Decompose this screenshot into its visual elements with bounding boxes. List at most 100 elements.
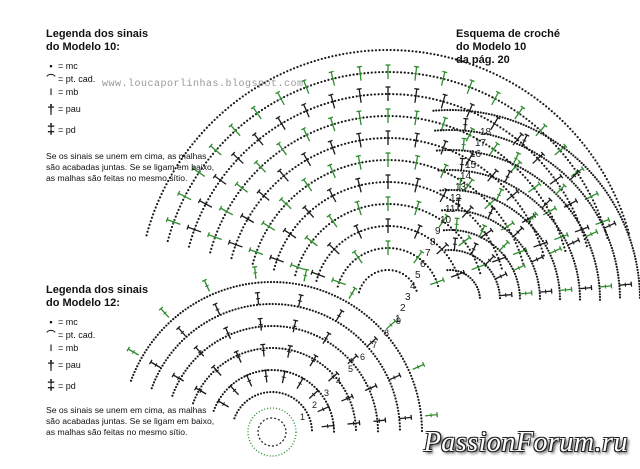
chain-dot — [483, 194, 486, 197]
stitch-symbol — [467, 85, 472, 89]
chain-dot — [395, 403, 399, 406]
stitch-symbol — [577, 237, 581, 243]
chain-dot — [587, 150, 591, 153]
chain-dot — [319, 288, 322, 292]
chain-dot — [518, 297, 522, 300]
chain-dot — [623, 218, 626, 221]
chain-dot — [384, 92, 388, 96]
chain-dot — [585, 245, 588, 248]
chain-dot — [634, 260, 638, 263]
chain-dot — [279, 73, 282, 76]
chain-dot — [184, 151, 187, 155]
stitch-symbol — [197, 170, 201, 175]
chain-dot — [476, 257, 479, 260]
stitch-symbol — [197, 350, 202, 354]
chain-dot — [331, 418, 334, 421]
stitch-symbol — [311, 392, 316, 397]
stitch-symbol — [258, 165, 263, 169]
chain-dot — [260, 108, 264, 112]
chain-dot — [498, 291, 501, 294]
chain-dot — [515, 187, 518, 190]
chain-dot — [233, 197, 236, 201]
stitch-symbol — [215, 369, 219, 373]
chain-dot — [503, 203, 506, 206]
chain-dot — [194, 396, 197, 399]
stitch-symbol — [275, 90, 281, 95]
chain-dot — [578, 188, 581, 191]
chain-dot — [376, 417, 379, 420]
chain-dot — [489, 70, 492, 73]
stitch-symbol — [515, 138, 520, 142]
chain-dot — [317, 58, 320, 62]
chain-dot — [273, 216, 276, 219]
chain-dot — [325, 291, 328, 294]
stitch-symbol — [304, 133, 309, 137]
stitch-symbol — [176, 325, 181, 331]
chain-dot — [256, 393, 260, 396]
chain-dot — [230, 165, 233, 168]
chain-dot — [585, 147, 588, 150]
chain-dot — [221, 393, 224, 396]
chain-dot — [518, 143, 521, 147]
chain-dot — [547, 136, 550, 139]
chain-dot — [604, 189, 607, 192]
chain-dot — [282, 325, 285, 328]
chain-dot — [442, 229, 445, 232]
chain-dot — [321, 363, 324, 367]
chain-dot — [540, 155, 543, 158]
chain-dot — [634, 257, 637, 261]
chain-dot — [262, 134, 265, 138]
stitch-symbol — [491, 253, 497, 259]
chain-dot — [291, 168, 294, 171]
chain-dot — [495, 280, 498, 283]
chain-dot — [593, 202, 596, 205]
chain-dot — [299, 64, 302, 67]
chain-dot — [176, 344, 179, 347]
chain-dot — [524, 193, 527, 196]
chain-dot — [421, 260, 424, 263]
chain-dot — [376, 423, 379, 427]
chain-dot — [491, 154, 494, 158]
chain-dot — [389, 48, 392, 52]
chain-dot — [329, 342, 332, 345]
chain-dot — [192, 179, 195, 182]
chain-dot — [370, 318, 373, 321]
chain-dot — [350, 234, 353, 237]
chain-dot — [592, 254, 595, 257]
chain-dot — [443, 55, 447, 58]
chain-dot — [506, 117, 509, 121]
chain-dot — [330, 293, 334, 296]
chain-dot — [439, 193, 442, 196]
stitch-symbol — [317, 272, 320, 277]
chain-dot — [432, 97, 435, 101]
chain-dot — [225, 388, 228, 391]
chain-dot — [458, 153, 461, 156]
chain-dot — [538, 289, 541, 292]
chain-dot — [253, 172, 256, 175]
chain-dot — [302, 353, 305, 356]
stitch-symbol — [328, 93, 334, 97]
chain-dot — [554, 144, 558, 148]
chain-dot — [583, 195, 586, 198]
stitch-symbol — [239, 213, 244, 218]
stitch-symbol — [414, 207, 419, 210]
chain-dot — [300, 256, 303, 260]
chain-dot — [495, 253, 499, 256]
chain-dot — [301, 187, 304, 191]
chain-dot — [502, 253, 505, 256]
chain-dot — [558, 117, 561, 120]
chain-dot — [311, 357, 314, 360]
chain-dot — [558, 298, 562, 301]
chain-dot — [467, 129, 470, 133]
stitch-symbol — [417, 224, 423, 228]
chain-dot — [330, 250, 333, 254]
stitch-symbol — [519, 132, 525, 137]
chain-dot — [341, 352, 345, 355]
chain-dot — [392, 92, 395, 96]
chain-dot — [536, 237, 539, 240]
chain-dot — [363, 312, 366, 315]
chain-dot — [489, 218, 492, 221]
chain-dot — [595, 178, 598, 181]
chain-dot — [632, 249, 635, 252]
chain-dot — [296, 223, 299, 226]
